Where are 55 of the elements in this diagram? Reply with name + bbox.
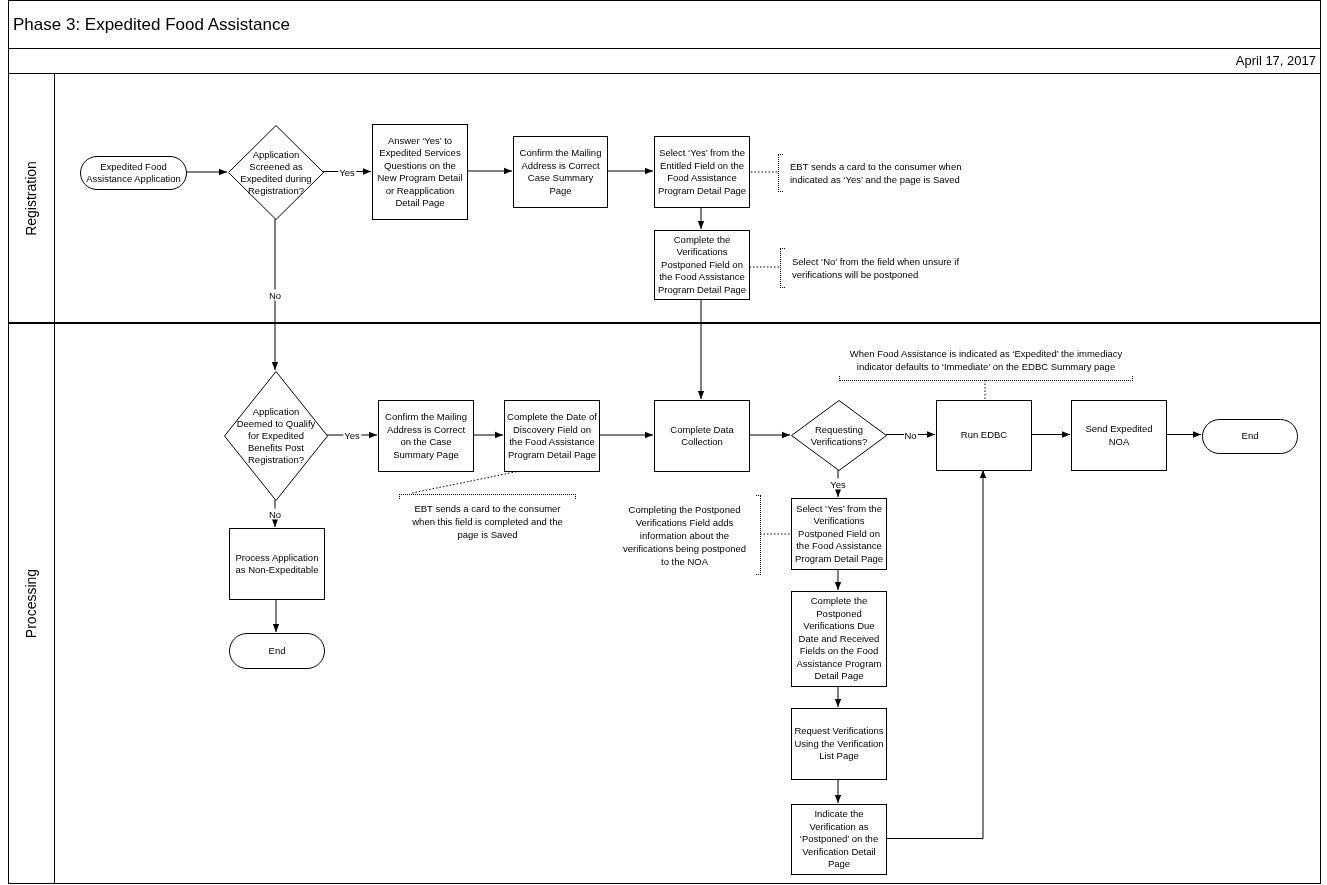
lane-heading: Registration bbox=[22, 160, 40, 236]
arrow bbox=[834, 469, 842, 498]
process-box: Process Application as Non-Expeditable bbox=[229, 528, 325, 600]
process-box: Send Expedited NOA bbox=[1071, 400, 1167, 471]
annotation-text: Select ‘No’ from the field when unsure if verifications will be postponed bbox=[791, 255, 961, 281]
process-box: Complete Data Collection bbox=[654, 400, 750, 472]
terminal-shape: End bbox=[229, 633, 325, 669]
process-box: Run EDBC bbox=[936, 400, 1032, 471]
leader-line bbox=[748, 171, 778, 173]
leader-line bbox=[748, 266, 780, 268]
arrow bbox=[834, 568, 842, 591]
process-box: Indicate the Verification as ‘Postponed’ on the Verification Detail Page bbox=[791, 804, 887, 875]
arrow bbox=[697, 298, 705, 400]
arrow bbox=[472, 431, 504, 439]
process-box: Complete the Postponed Verifications Due Date and Received Fields on the Food Assistance Program Detail Page bbox=[791, 591, 887, 687]
arrow bbox=[834, 685, 842, 708]
arrow bbox=[885, 469, 987, 839]
decision-diamond: Requesting Verifications? bbox=[791, 400, 887, 471]
process-box: Confirm the Mailing Address is Correct Case Summary Page bbox=[513, 136, 608, 208]
decision-diamond: Application Screened as Expedited during Registration? bbox=[228, 125, 324, 220]
edge-label: Yes bbox=[829, 478, 847, 489]
swimlane bbox=[8, 73, 1321, 323]
process-box: Request Verifications Using the Verification List Page bbox=[791, 708, 887, 780]
annotation-text: EBT sends a card to the consumer when indicated as ‘Yes’ and the page is Saved bbox=[789, 160, 963, 186]
edge-label: No bbox=[267, 289, 283, 300]
arrow bbox=[1030, 431, 1071, 438]
edge-label: No bbox=[267, 508, 283, 519]
process-box: Confirm the Mailing Address is Correct on the Case Summary Page bbox=[378, 400, 474, 472]
arrow bbox=[185, 168, 228, 176]
annotation-text: EBT sends a card to the consumer when this field is completed and the page is Saved bbox=[411, 502, 564, 541]
process-box: Answer ‘Yes’ to Expedited Services Questions on the New Program Detail or Reapplication Detail Page bbox=[372, 124, 468, 220]
process-box: Select ‘Yes’ from the Entitled Field on the Food Assistance Program Detail Page bbox=[654, 136, 750, 208]
swimlane bbox=[8, 323, 1321, 884]
process-box: Select ‘Yes’ from the Verifications Postponed Field on the Food Assistance Program Detail Page bbox=[791, 498, 887, 570]
arrow bbox=[598, 431, 654, 439]
process-box: Complete the Date of Discovery Field on the Food Assistance Program Detail Page bbox=[504, 400, 600, 472]
terminal-shape: Expedited Food Assistance Application bbox=[80, 156, 187, 190]
leader-line bbox=[759, 533, 791, 535]
process-box: Complete the Verifications Postponed Field on the Food Assistance Program Detail Page bbox=[654, 230, 750, 300]
annotation-text: Completing the Postponed Verifications Field adds information about the verifications being postponed to the NOA bbox=[621, 502, 748, 568]
diagram-title: Phase 3: Expedited Food Assistance bbox=[13, 13, 290, 36]
lane-heading: Processing bbox=[22, 568, 40, 639]
terminal-shape: End bbox=[1202, 419, 1298, 454]
leader-line bbox=[984, 379, 986, 400]
arrow bbox=[697, 206, 705, 230]
decision-diamond: Application Deemed to Qualify for Expedited Benefits Post Registration? bbox=[224, 371, 328, 501]
arrow bbox=[748, 431, 791, 439]
arrow bbox=[466, 167, 513, 175]
annotation-text: When Food Assistance is indicated as ‘Expedited’ the immediacy indicator defaults to ‘Immediate’ on the EDBC Summary page bbox=[848, 347, 1124, 373]
date-label: April 17, 2017 bbox=[1235, 52, 1316, 71]
arrow bbox=[834, 778, 842, 804]
arrow bbox=[606, 167, 654, 175]
arrow bbox=[1165, 431, 1202, 438]
arrow bbox=[271, 218, 279, 371]
arrow bbox=[272, 598, 280, 633]
